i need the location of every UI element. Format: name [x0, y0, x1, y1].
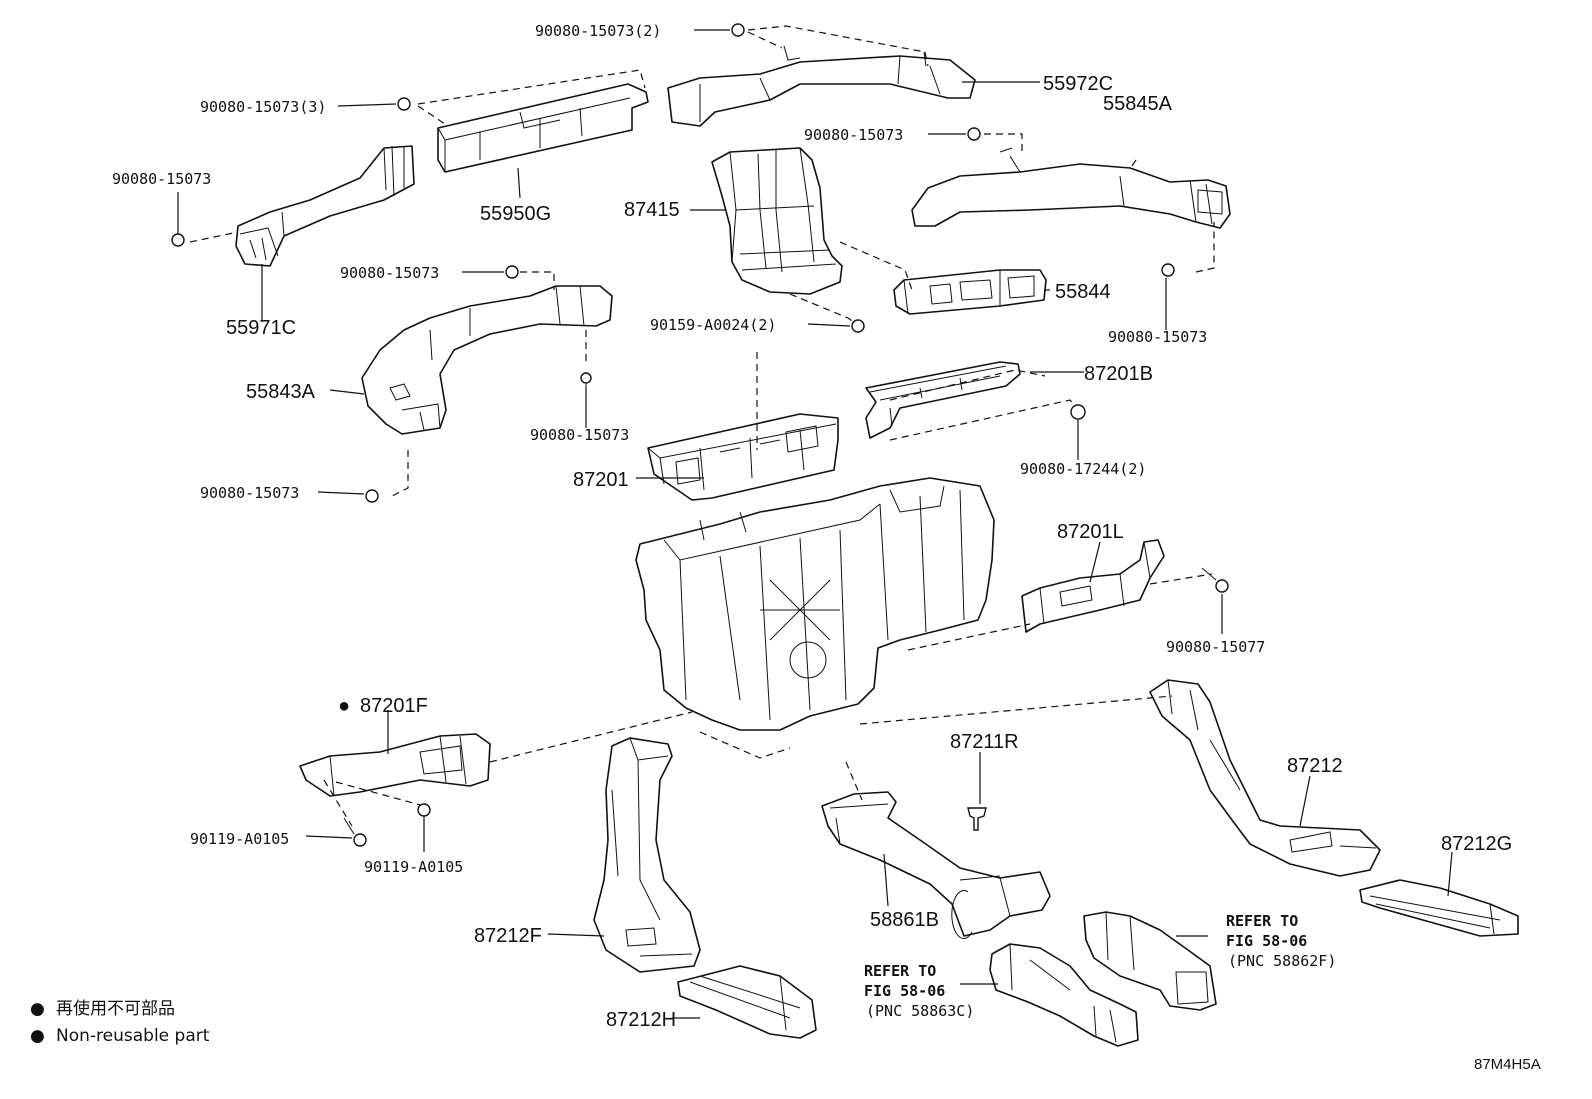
- bolt-icon: [851, 319, 865, 333]
- duct-55950G: [437, 83, 649, 173]
- bolt-icon: [731, 23, 745, 37]
- label-90080-17244-2: 90080-17244(2): [1020, 460, 1146, 478]
- bolt-icon: [417, 803, 431, 817]
- label-87201B: 87201B: [1084, 363, 1153, 385]
- nut-icon: [1070, 404, 1086, 420]
- label-87212G: 87212G: [1441, 833, 1512, 855]
- refer-left-line1: REFER TO: [864, 962, 936, 980]
- label-90080-15073-55971: 90080-15073: [112, 170, 211, 188]
- label-90080-15073-55845: 90080-15073: [804, 126, 903, 144]
- label-87211R: 87211R: [950, 731, 1019, 753]
- bolt-icon: [505, 265, 519, 279]
- diagram-code: 87M4H5A: [1474, 1056, 1541, 1073]
- label-90119-A0105-b: 90119-A0105: [364, 858, 463, 876]
- bolt-icon: [580, 372, 592, 384]
- label-58861B: 58861B: [870, 909, 939, 931]
- non-reusable-mark: ●: [338, 695, 350, 717]
- label-90080-15077: 90080-15077: [1166, 638, 1265, 656]
- label-87201F: 87201F: [360, 695, 428, 717]
- refer-left-line2: FIG 58-06: [864, 982, 945, 1000]
- duct-55971C: [235, 145, 415, 267]
- label-87201L: 87201L: [1057, 521, 1124, 543]
- label-87212: 87212: [1287, 755, 1343, 777]
- refer-note-58862F: REFER TO FIG 58-06 (PNC 58862F): [1226, 912, 1336, 970]
- bolts: [171, 23, 1229, 847]
- refer-right-line2: FIG 58-06: [1226, 932, 1307, 950]
- duct-87212H: [677, 965, 817, 1039]
- legend: ● 再使用不可部品 ● Non-reusable part: [30, 998, 210, 1046]
- legend-line-japanese: 再使用不可部品: [56, 998, 175, 1019]
- duct-58863C: [989, 943, 1139, 1047]
- refer-right-line1: REFER TO: [1226, 912, 1298, 930]
- label-87415: 87415: [624, 199, 680, 221]
- label-90080-15073-3: 90080-15073(3): [200, 98, 326, 116]
- label-55844: 55844: [1055, 281, 1111, 303]
- duct-58861B: [821, 791, 1051, 939]
- label-87212H: 87212H: [606, 1009, 676, 1031]
- duct-58862F: [1083, 911, 1217, 1011]
- label-90119-A0105-a: 90119-A0105: [190, 830, 289, 848]
- leader-lines: [177, 29, 1453, 1019]
- bolt-icon: [353, 833, 367, 847]
- legend-bullet-1: ●: [30, 999, 45, 1019]
- label-90080-15073-55843-top: 90080-15073: [340, 264, 439, 282]
- label-55950G: 55950G: [480, 203, 551, 225]
- duct-55843A: [361, 285, 613, 435]
- label-90080-15073-55843-mid: 90080-15073: [530, 426, 629, 444]
- bolt-icon: [1215, 579, 1229, 593]
- legend-line-english: Non-reusable part: [56, 1026, 210, 1046]
- refer-right-line3: (PNC 58862F): [1228, 952, 1336, 970]
- duct-55845A: [911, 147, 1231, 229]
- label-90080-15073-2: 90080-15073(2): [535, 22, 661, 40]
- duct-87201L: [1021, 539, 1165, 633]
- label-55845A: 55845A: [1103, 93, 1173, 115]
- label-55972C: 55972C: [1043, 73, 1113, 95]
- label-90080-15073-55843-bot: 90080-15073: [200, 484, 299, 502]
- label-87201: 87201: [573, 469, 629, 491]
- duct-87415: [711, 147, 843, 295]
- clip-icon: [967, 807, 987, 831]
- label-90159-A0024-2: 90159-A0024(2): [650, 316, 776, 334]
- duct-87212F: [593, 737, 701, 973]
- label-90080-15073-55844: 90080-15073: [1108, 328, 1207, 346]
- bolt-icon: [171, 233, 185, 247]
- duct-55972C: [667, 45, 976, 127]
- vent-87201: [647, 413, 839, 501]
- label-87212F: 87212F: [474, 925, 542, 947]
- refer-left-line3: (PNC 58863C): [866, 1002, 974, 1020]
- duct-87212G: [1359, 879, 1519, 937]
- duct-55844: [893, 269, 1047, 315]
- part-labels: 90080-15073(2) 55972C 90080-15073(3) 558…: [112, 22, 1512, 1031]
- label-55843A: 55843A: [246, 381, 316, 403]
- legend-bullet-2: ●: [30, 1026, 45, 1046]
- duct-87201F: [299, 733, 491, 797]
- vent-87201B: [865, 361, 1021, 439]
- label-55971C: 55971C: [226, 317, 296, 339]
- bolt-icon: [967, 127, 981, 141]
- duct-87212: [1149, 679, 1381, 877]
- bolt-icon: [397, 97, 411, 111]
- bolt-icon: [1161, 263, 1175, 277]
- heater-unit: [635, 477, 995, 731]
- refer-note-58863C: REFER TO FIG 58-06 (PNC 58863C): [864, 962, 974, 1020]
- bolt-icon: [365, 489, 379, 503]
- dashed-connection-lines: [189, 25, 1215, 827]
